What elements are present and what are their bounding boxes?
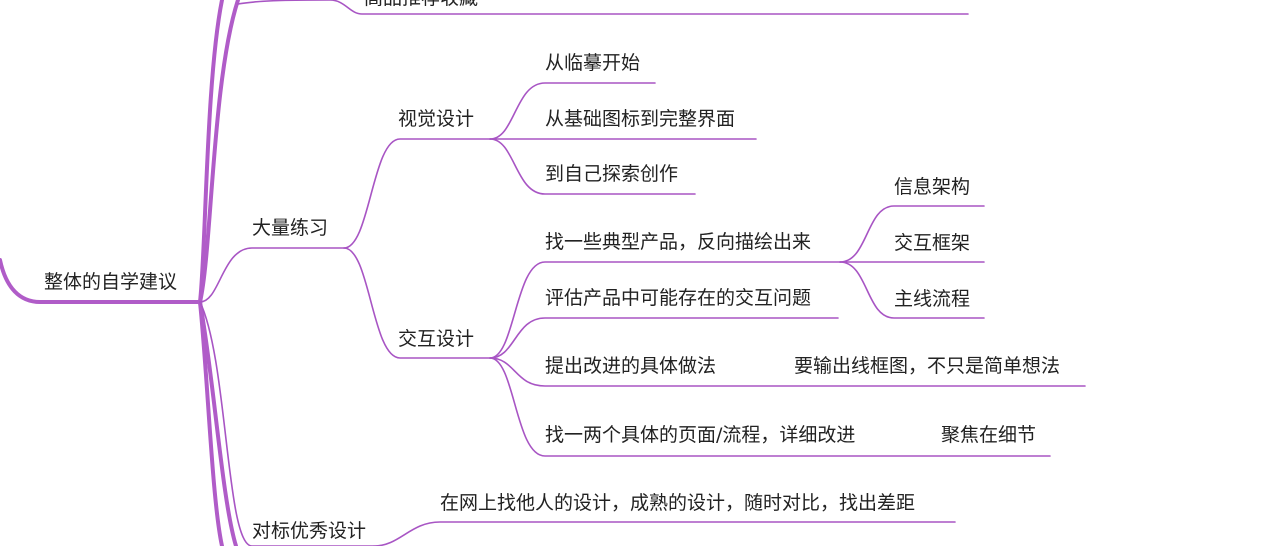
- visual-edge: [343, 138, 491, 249]
- interaction-item-4-note: 聚焦在细节: [941, 424, 1037, 446]
- sub-item-interaction-framework: 交互框架: [894, 232, 971, 254]
- interaction-item-edge-1: [489, 261, 841, 359]
- interaction-item-edge-2: [489, 317, 839, 359]
- interaction-item-4: 找一两个具体的页面/流程，详细改进: [545, 424, 856, 446]
- interaction-item-1: 找一些典型产品，反向描绘出来: [545, 231, 812, 253]
- sub-edge-1: [839, 205, 985, 263]
- sub-item-main-flow: 主线流程: [894, 288, 971, 310]
- visual-item-1: 从临摹开始: [545, 52, 641, 74]
- root-node: 整体的自学建议: [44, 271, 178, 293]
- practice-edge: [199, 247, 345, 303]
- visual-item-2: 从基础图标到完整界面: [545, 108, 736, 130]
- root-trunk-edge-2: [198, 0, 224, 304]
- interaction-edge: [343, 247, 491, 359]
- sub-item-info-architecture: 信息架构: [894, 176, 971, 198]
- visual-item-edge-1: [489, 82, 656, 140]
- interaction-design-node: 交互设计: [398, 328, 475, 350]
- root-left-edge: [0, 258, 202, 304]
- benchmark-item-edge: [373, 521, 956, 546]
- interaction-item-edge-3: [489, 357, 1086, 387]
- benchmark-item-1: 在网上找他人的设计，成熟的设计，随时对比，找出差距: [440, 492, 916, 514]
- benchmark-node: 对标优秀设计: [252, 520, 367, 542]
- interaction-item-edge-4: [489, 357, 1051, 457]
- visual-item-3: 到自己探索创作: [545, 163, 679, 185]
- sub-edge-3: [839, 261, 985, 319]
- interaction-item-3: 提出改进的具体做法: [545, 355, 717, 377]
- root-trunk-edge-4: [198, 300, 238, 546]
- interaction-item-2: 评估产品中可能存在的交互问题: [545, 287, 812, 309]
- visual-item-edge-3: [489, 138, 696, 195]
- visual-design-node: 视觉设计: [398, 108, 475, 130]
- root-trunk-edge-3: [198, 300, 224, 546]
- practice-node: 大量练习: [252, 217, 329, 239]
- interaction-item-3-note: 要输出线框图，不只是简单想法: [794, 355, 1061, 377]
- top-partial-node: 高品推荐收藏: [364, 0, 478, 10]
- top-partial-edge: [237, 0, 969, 15]
- root-trunk-edge: [198, 0, 240, 304]
- benchmark-edge: [199, 301, 375, 546]
